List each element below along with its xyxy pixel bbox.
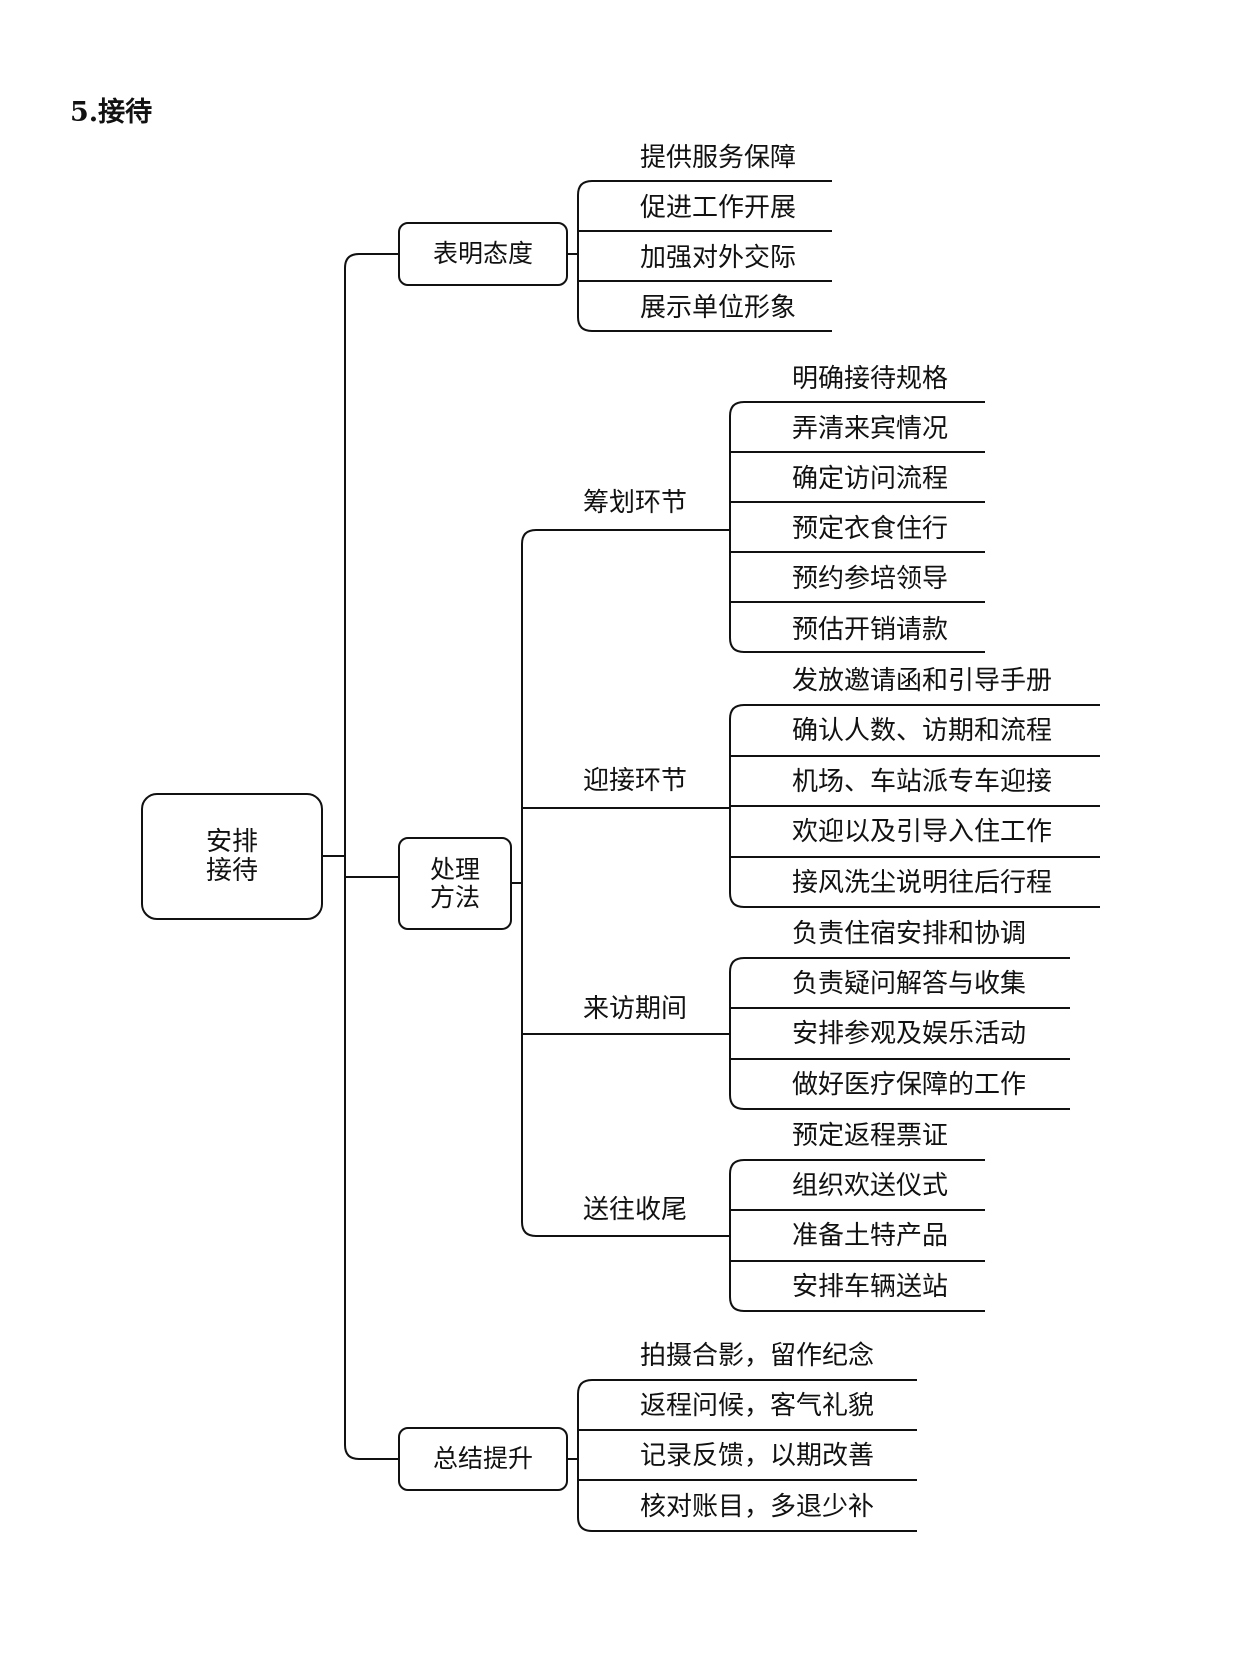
reception-connector-bottom bbox=[729, 892, 1100, 908]
branch-method-line2: 方法 bbox=[429, 882, 480, 912]
reception-connector-top bbox=[729, 704, 1100, 720]
branch-attitude: 表明态度 bbox=[398, 222, 568, 286]
method-connector-bottom bbox=[521, 1221, 730, 1237]
root-connector-top bbox=[344, 253, 398, 269]
method-connector-top bbox=[521, 529, 730, 545]
reception-item: 机场、车站派专车迎接 bbox=[792, 767, 1053, 797]
reception-item: 接风洗尘说明往后行程 bbox=[792, 868, 1053, 898]
reception-item: 确认人数、访期和流程 bbox=[792, 716, 1053, 746]
branch-method: 处理 方法 bbox=[398, 837, 512, 930]
summary-connector-bottom bbox=[577, 1516, 917, 1532]
summary-item: 核对账目，多退少补 bbox=[640, 1492, 875, 1522]
planning-item: 预估开销请款 bbox=[792, 615, 949, 645]
attitude-item: 加强对外交际 bbox=[640, 243, 797, 273]
farewell-item: 组织欢送仪式 bbox=[792, 1171, 949, 1201]
farewell-item: 预定返程票证 bbox=[792, 1121, 949, 1151]
visit-item: 安排参观及娱乐活动 bbox=[792, 1019, 1027, 1049]
planning-connector-top bbox=[729, 401, 985, 417]
stage-label-planning: 筹划环节 bbox=[583, 488, 688, 518]
summary-item: 拍摄合影，留作纪念 bbox=[640, 1341, 875, 1371]
branch-method-line1: 处理 bbox=[429, 855, 480, 884]
root-connector-bottom bbox=[344, 1444, 398, 1460]
attitude-connector-top bbox=[577, 180, 832, 196]
section-heading: 5.接待 bbox=[70, 97, 153, 128]
branch-attitude-label: 表明态度 bbox=[432, 239, 533, 269]
reception-item: 发放邀请函和引导手册 bbox=[792, 666, 1053, 696]
root-label-line2: 接待 bbox=[205, 855, 258, 886]
visit-connector-top bbox=[729, 957, 1070, 973]
planning-item: 明确接待规格 bbox=[792, 364, 949, 394]
planning-item: 确定访问流程 bbox=[792, 464, 949, 494]
stage-label-visit: 来访期间 bbox=[583, 994, 688, 1024]
root-node: 安排 接待 bbox=[141, 793, 323, 920]
farewell-item: 准备土特产品 bbox=[792, 1221, 949, 1251]
planning-item: 预定衣食住行 bbox=[792, 514, 949, 544]
visit-item: 负责住宿安排和协调 bbox=[792, 919, 1027, 949]
summary-item: 返程问候，客气礼貌 bbox=[640, 1391, 875, 1421]
root-label-line1: 安排 bbox=[205, 826, 258, 857]
branch-summary-label: 总结提升 bbox=[432, 1444, 533, 1474]
stage-label-reception: 迎接环节 bbox=[583, 766, 688, 796]
reception-item: 欢迎以及引导入住工作 bbox=[792, 817, 1053, 847]
visit-item: 负责疑问解答与收集 bbox=[792, 969, 1027, 999]
planning-item: 预约参培领导 bbox=[792, 564, 949, 594]
attitude-item: 展示单位形象 bbox=[640, 293, 797, 323]
stage-label-farewell: 送往收尾 bbox=[583, 1195, 688, 1225]
attitude-connector-bottom bbox=[577, 316, 832, 332]
attitude-item: 促进工作开展 bbox=[640, 193, 797, 223]
summary-item: 记录反馈，以期改善 bbox=[640, 1441, 875, 1471]
summary-connector-top bbox=[577, 1379, 917, 1395]
planning-connector-bottom bbox=[729, 637, 985, 653]
farewell-connector-bottom bbox=[729, 1296, 985, 1312]
attitude-item: 提供服务保障 bbox=[640, 143, 797, 173]
planning-item: 弄清来宾情况 bbox=[792, 414, 949, 444]
visit-connector-bottom bbox=[729, 1094, 1070, 1110]
farewell-connector-top bbox=[729, 1159, 985, 1175]
branch-summary: 总结提升 bbox=[398, 1427, 568, 1491]
visit-item: 做好医疗保障的工作 bbox=[792, 1070, 1027, 1100]
farewell-item: 安排车辆送站 bbox=[792, 1272, 949, 1302]
